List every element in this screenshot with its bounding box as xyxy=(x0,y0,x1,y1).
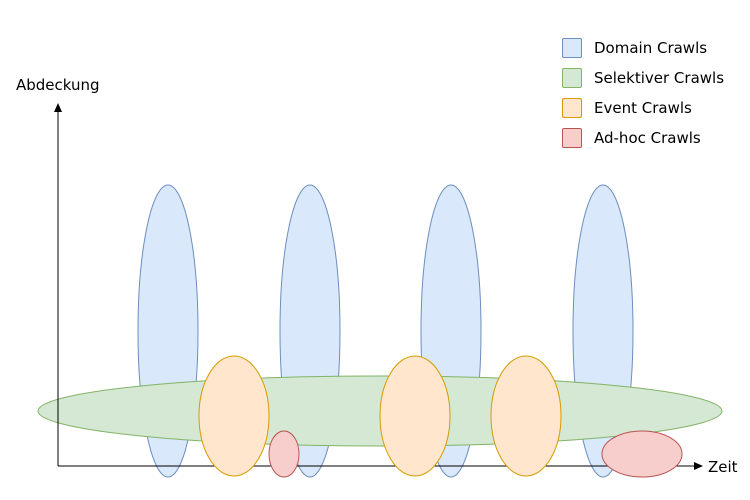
event-crawl-shape-2 xyxy=(379,355,451,477)
event-crawl-shape-3 xyxy=(490,355,562,477)
legend-swatch-selective-crawls xyxy=(562,68,582,88)
y-axis-label: Abdeckung xyxy=(16,76,100,94)
adhoc-crawl-shape-2 xyxy=(601,430,683,478)
legend-label: Ad-hoc Crawls xyxy=(594,129,701,147)
y-axis-arrowhead xyxy=(54,103,62,112)
legend: Domain Crawls Selektiver Crawls Event Cr… xyxy=(562,33,724,153)
adhoc-crawl-shape-1 xyxy=(268,430,300,478)
legend-item-selective-crawls: Selektiver Crawls xyxy=(562,63,724,93)
legend-swatch-event-crawls xyxy=(562,98,582,118)
x-axis-arrowhead xyxy=(694,462,703,470)
legend-item-domain-crawls: Domain Crawls xyxy=(562,33,724,63)
legend-label: Event Crawls xyxy=(594,99,692,117)
legend-swatch-adhoc-crawls xyxy=(562,128,582,148)
legend-swatch-domain-crawls xyxy=(562,38,582,58)
event-crawl-shape-1 xyxy=(198,355,270,477)
legend-label: Domain Crawls xyxy=(594,39,708,57)
x-axis-label: Zeit xyxy=(708,458,738,476)
legend-item-adhoc-crawls: Ad-hoc Crawls xyxy=(562,123,724,153)
legend-label: Selektiver Crawls xyxy=(594,69,725,87)
legend-item-event-crawls: Event Crawls xyxy=(562,93,724,123)
